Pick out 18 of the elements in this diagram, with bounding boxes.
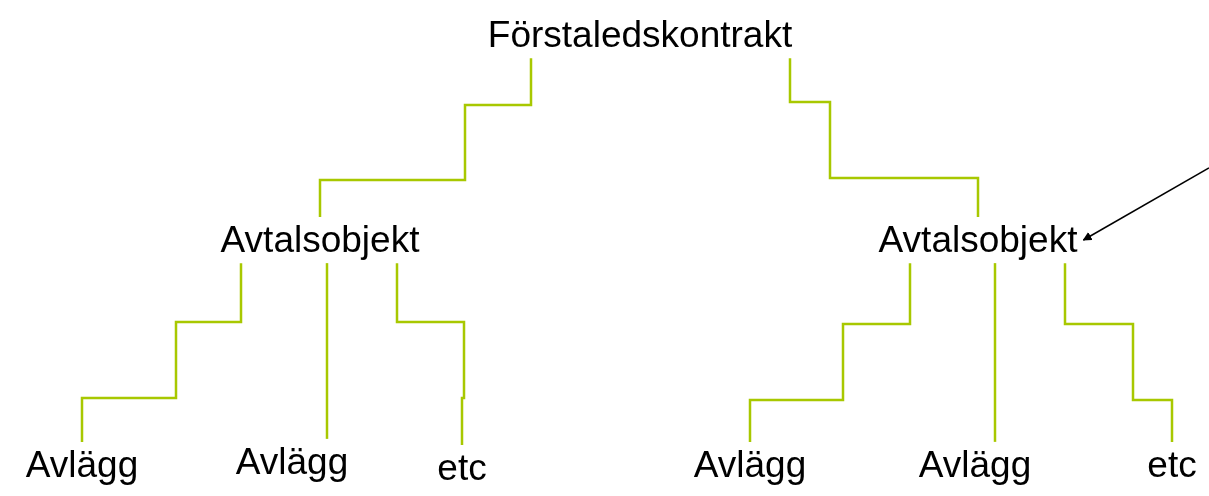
node-label: Förstaledskontrakt: [487, 11, 793, 59]
connector-line: [748, 263, 912, 442]
node-label: etc: [437, 444, 487, 492]
connector-line: [1063, 263, 1174, 442]
node-label: Avlägg: [25, 441, 139, 489]
node-label: Avtalsobjekt: [878, 216, 1078, 264]
node-label: Avlägg: [235, 438, 349, 486]
node-label: Avtalsobjekt: [220, 216, 420, 264]
connector-line: [80, 263, 243, 442]
connector-line: [993, 263, 997, 442]
arrow: [1082, 167, 1209, 241]
node-label: etc: [1147, 441, 1197, 489]
node-label: Avlägg: [693, 441, 807, 489]
connector-line: [325, 263, 329, 439]
connector-line: [395, 263, 466, 445]
connector-line: [788, 58, 980, 217]
connector-line: [318, 58, 533, 217]
node-label: Avlägg: [918, 441, 1032, 489]
